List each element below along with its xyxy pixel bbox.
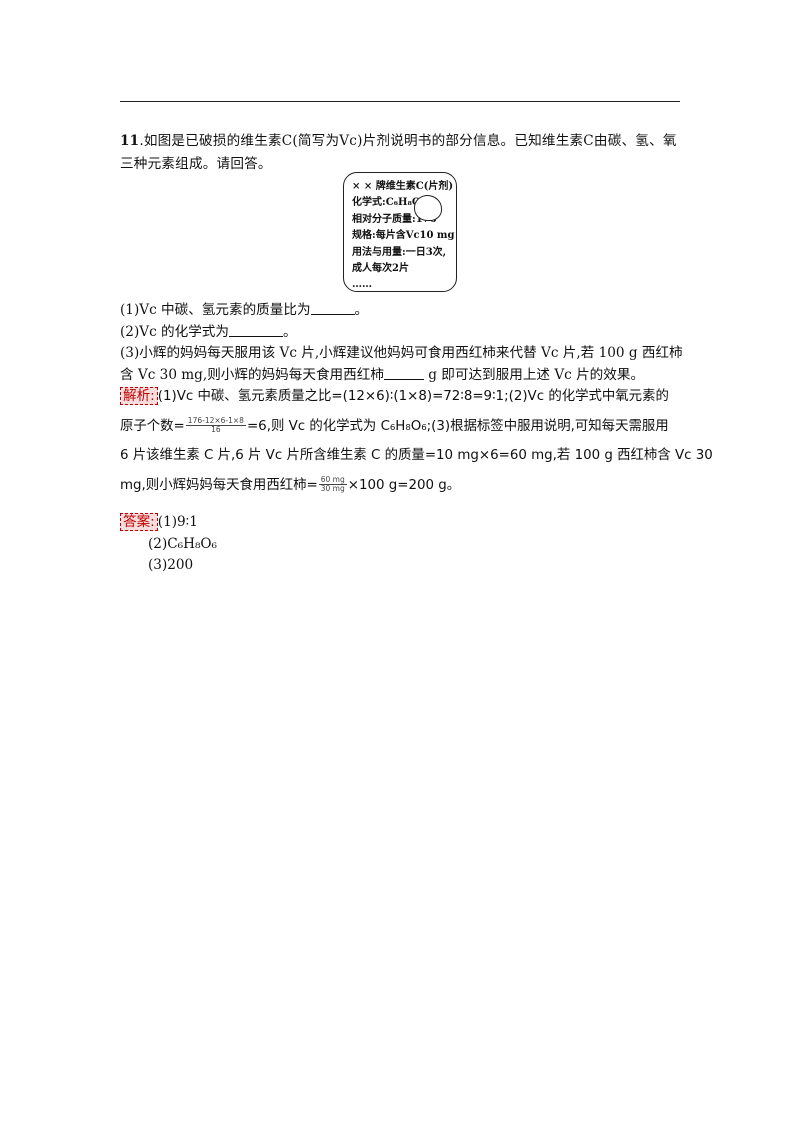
part-3-line-1: (3)小辉的妈妈每天服用该 Vc 片,小辉建议他妈妈可食用西红柿来代替 Vc 片… <box>120 345 683 361</box>
label-line: 用法与用量:一日3次, <box>352 246 447 258</box>
vitamin-label-card: × × 牌维生素C(片剂) 化学式:C₆H₈O 相对分子质量:176 规格:每片… <box>343 172 457 292</box>
header-rule <box>120 101 680 102</box>
answer-item: (2)C₆H₈O₆ <box>148 535 218 552</box>
answer-item: (1)9∶1 <box>157 514 198 530</box>
answer-section: 答案:(1)9∶1 (2)C₆H₈O₆ (3)200 <box>120 512 217 577</box>
label-line: 相对分子质量:176 <box>352 213 437 225</box>
label-line: × × 牌维生素C(片剂) <box>352 181 454 192</box>
answer-blank <box>383 365 424 380</box>
question-stem: 11.如图是已破损的维生素C(简写为Vc)片剂说明书的部分信息。已知维生素C由碳… <box>120 130 685 176</box>
torn-area <box>414 195 442 221</box>
part-3-line-2: 含 Vc 30 mg,则小辉的妈妈每天食用西红柿 g 即可达到服用上述 Vc 片… <box>120 365 645 383</box>
label-line: 成人每次2片 <box>352 263 409 275</box>
answer-item: (3)200 <box>148 557 194 573</box>
analysis-line-1: 解析:(1)Vc 中碳、氢元素质量之比=(12×6)∶(1×8)=72∶8=9∶… <box>120 382 685 412</box>
answer-tag: 答案: <box>120 513 158 531</box>
label-line: 规格:每片含Vc10 mg <box>352 230 455 242</box>
analysis-tag: 解析: <box>120 387 158 405</box>
part-1: (1)Vc 中碳、氢元素的质量比为。 <box>120 300 369 318</box>
label-line: 化学式:C₆H₈O <box>352 197 421 209</box>
analysis-line-3: 6 片该维生素 C 片,6 片 Vc 片所含维生素 C 的质量=10 mg×6=… <box>120 448 713 463</box>
question-number: 11 <box>120 133 140 149</box>
sub-questions: (1)Vc 中碳、氢元素的质量比为。 (2)Vc 的化学式为。 (3)小辉的妈妈… <box>120 300 685 386</box>
label-line: …… <box>352 279 372 291</box>
answer-blank <box>310 300 355 315</box>
question-text: .如图是已破损的维生素C(简写为Vc)片剂说明书的部分信息。已知维生素C由碳、氢… <box>120 133 677 172</box>
answer-blank <box>228 322 283 337</box>
analysis-section: 解析:(1)Vc 中碳、氢元素质量之比=(12×6)∶(1×8)=72∶8=9∶… <box>120 382 713 500</box>
part-2: (2)Vc 的化学式为。 <box>120 322 297 340</box>
